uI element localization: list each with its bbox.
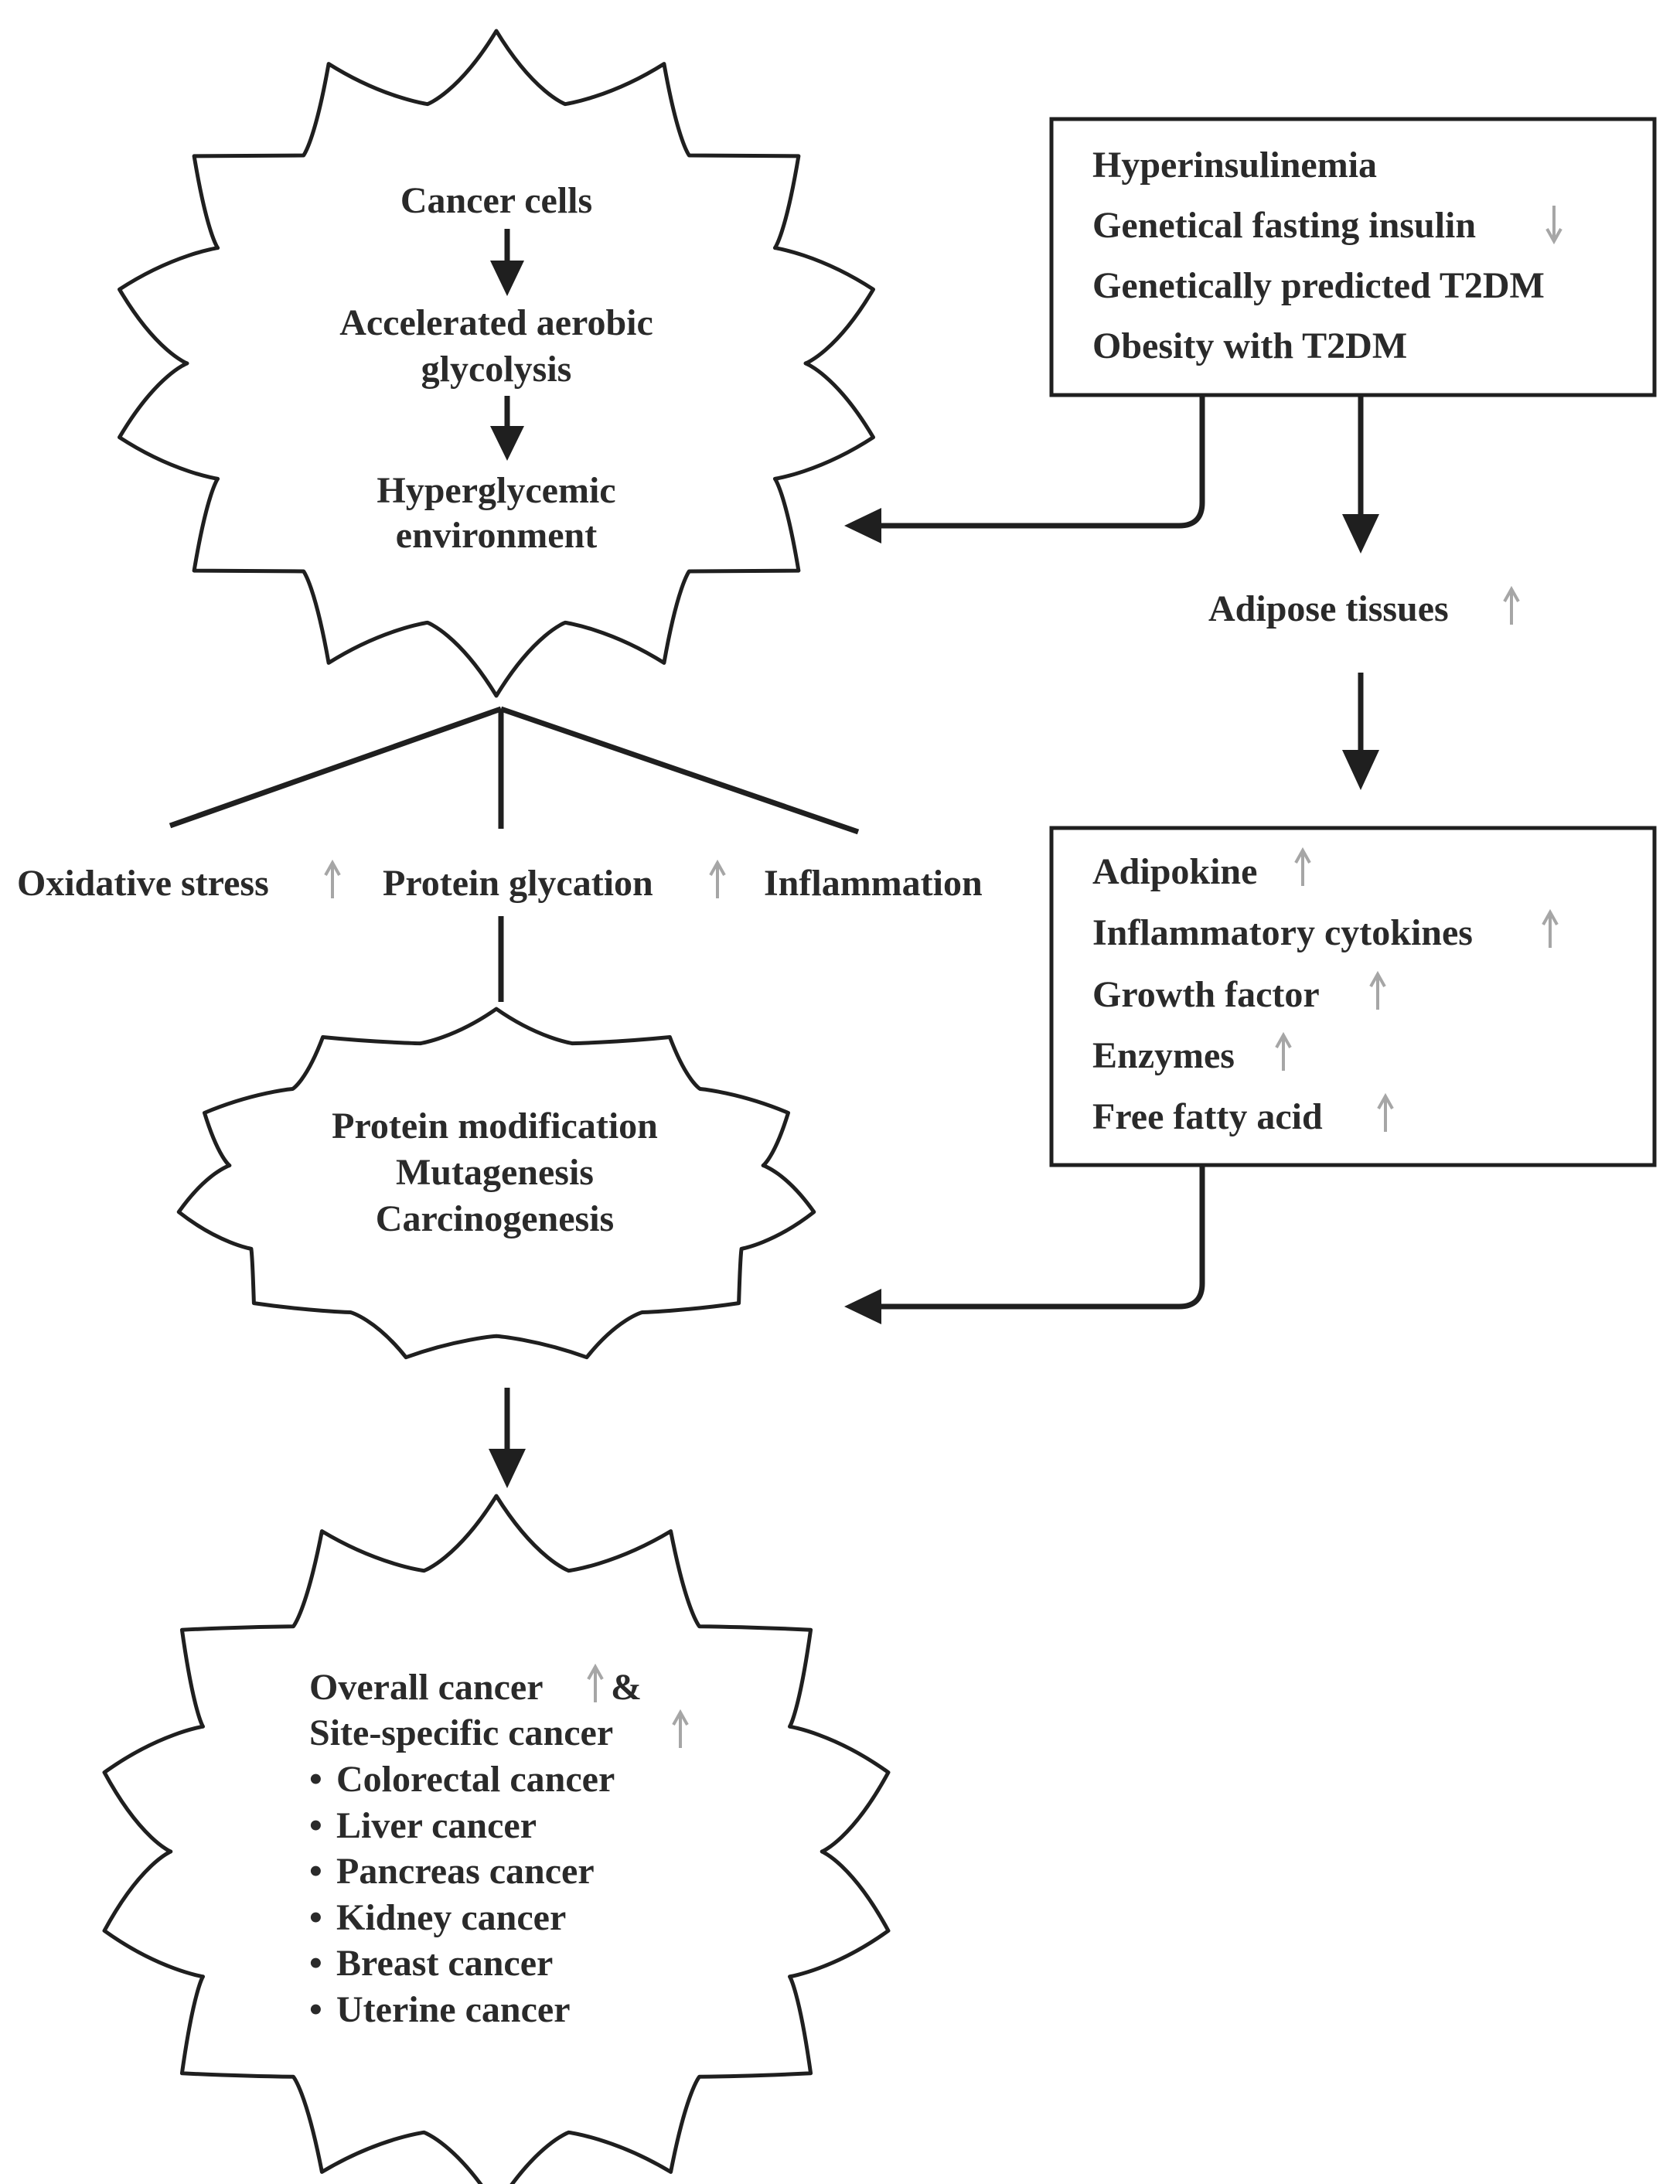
bullet: •	[309, 1943, 322, 1984]
free-fatty-acid-item: Free fatty acid	[1092, 1096, 1323, 1137]
kidney-cancer-item: Kidney cancer	[336, 1897, 566, 1938]
bullet: •	[309, 1805, 322, 1846]
bullet: •	[309, 1851, 322, 1892]
arrow-head	[490, 261, 524, 296]
splitter-right	[499, 706, 860, 835]
arrow-head	[844, 508, 881, 543]
connector-adipokine-to-burst-middle	[877, 1165, 1205, 1310]
mechanism-labels: Oxidative stress Protein glycation Infla…	[17, 863, 983, 904]
adipose-tissues-label: Adipose tissues	[1208, 588, 1449, 629]
oxidative-stress-label: Oxidative stress	[17, 863, 269, 904]
enzymes-item: Enzymes	[1092, 1035, 1235, 1076]
site-specific-cancer-label: Site-specific cancer	[309, 1712, 613, 1753]
ampersand-label: &	[611, 1667, 642, 1708]
carcinogenesis-label: Carcinogenesis	[376, 1198, 614, 1239]
inflammatory-cytokines-item: Inflammatory cytokines	[1092, 912, 1473, 953]
adipokine-item: Adipokine	[1092, 851, 1257, 892]
risk-factor-box	[1049, 117, 1657, 397]
burst-middle: Protein modification Mutagenesis Carcino…	[332, 1106, 658, 1239]
mutagenesis-label: Mutagenesis	[396, 1152, 594, 1193]
risk-factor-list: Hyperinsulinemia Genetical fasting insul…	[1092, 145, 1545, 366]
aerobic-glycolysis-label-1: Accelerated aerobic	[339, 302, 653, 343]
risk-item-hyperinsulinemia: Hyperinsulinemia	[1092, 145, 1377, 186]
protein-modification-label: Protein modification	[332, 1106, 658, 1147]
bullet: •	[309, 1897, 322, 1938]
risk-item-genetical-fasting-insulin: Genetical fasting insulin	[1092, 205, 1476, 246]
liver-cancer-item: Liver cancer	[336, 1805, 537, 1846]
bullet: •	[309, 1759, 322, 1800]
inflammation-label: Inflammation	[764, 863, 983, 904]
arrow-head	[1342, 514, 1379, 554]
connector-risk-to-burst-top	[877, 395, 1205, 529]
arrow-head	[489, 1449, 526, 1488]
protein-glycation-label: Protein glycation	[383, 863, 653, 904]
pancreas-cancer-item: Pancreas cancer	[336, 1851, 595, 1892]
risk-item-obesity-t2dm: Obesity with T2DM	[1092, 325, 1407, 366]
splitter-lines	[169, 706, 860, 1002]
up-arrow-icon	[324, 861, 341, 900]
up-arrow-icon	[1503, 588, 1520, 626]
burst-bottom: Overall cancer & Site-specific cancer • …	[309, 1667, 642, 2030]
burst-middle-shape	[176, 1007, 816, 1360]
overall-cancer-label: Overall cancer	[309, 1667, 544, 1708]
breast-cancer-item: Breast cancer	[336, 1943, 553, 1984]
burst-bottom-shape	[102, 1494, 891, 2184]
burst-top-arrows	[490, 229, 524, 461]
hyperglycemic-label-2: environment	[396, 515, 597, 556]
growth-factor-item: Growth factor	[1092, 974, 1320, 1015]
arrow-head	[1342, 750, 1379, 790]
adipokine-box	[1049, 826, 1657, 1167]
up-arrow-icon	[709, 861, 726, 900]
cancer-cells-label: Cancer cells	[400, 180, 592, 221]
arrow-head	[844, 1289, 881, 1324]
colorectal-cancer-item: Colorectal cancer	[336, 1759, 615, 1800]
aerobic-glycolysis-label-2: glycolysis	[421, 349, 572, 390]
arrow-head	[490, 426, 524, 461]
uterine-cancer-item: Uterine cancer	[336, 1989, 571, 2030]
bullet: •	[309, 1989, 322, 2030]
splitter-left	[169, 706, 503, 829]
adipokine-list: Adipokine Inflammatory cytokines Growth …	[1092, 851, 1473, 1137]
risk-item-genetic-t2dm: Genetically predicted T2DM	[1092, 265, 1545, 306]
burst-top: Cancer cells Accelerated aerobic glycoly…	[339, 180, 653, 556]
hyperglycemic-label-1: Hyperglycemic	[377, 470, 615, 511]
burst-top-shape	[118, 29, 875, 698]
